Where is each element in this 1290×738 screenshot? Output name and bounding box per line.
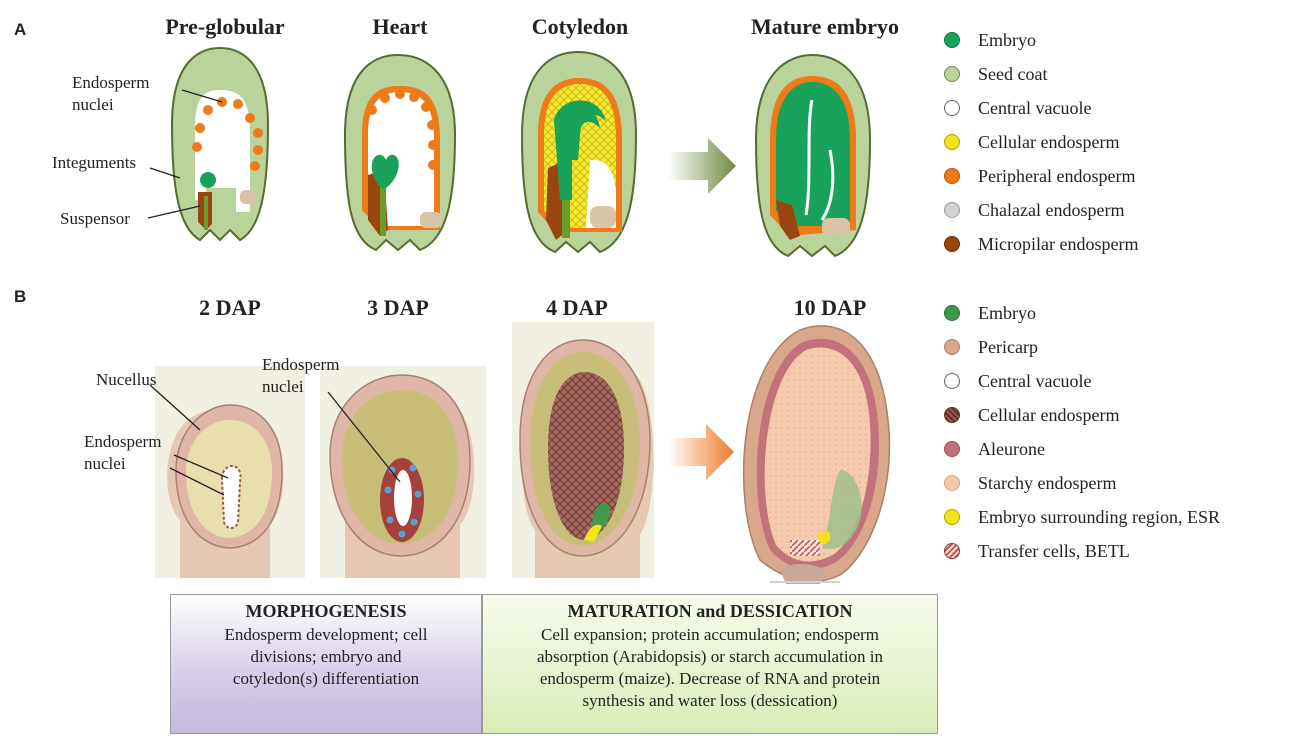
label-integuments: Integuments bbox=[52, 152, 136, 174]
legend-a-item: Cellular endosperm bbox=[944, 125, 1138, 159]
label-endosperm-nuclei-b-top-line1: Endosperm bbox=[262, 354, 339, 376]
legend-b-item: Embryo surrounding region, ESR bbox=[944, 500, 1220, 534]
morphogenesis-line: Endosperm development; cell bbox=[171, 624, 481, 646]
legend-a-item: Micropilar endosperm bbox=[944, 227, 1138, 261]
legend-swatch bbox=[944, 32, 960, 48]
legend-b-item: Transfer cells, BETL bbox=[944, 534, 1220, 568]
legend-a-item: Embryo bbox=[944, 23, 1138, 57]
dap-10-seed bbox=[744, 326, 890, 584]
morphogenesis-box: MORPHOGENESIS Endosperm development; cel… bbox=[170, 594, 482, 734]
legend-swatch bbox=[944, 100, 960, 116]
legend-label: Embryo bbox=[978, 303, 1036, 324]
heart-stage-seed bbox=[345, 55, 455, 250]
legend-b-item: Cellular endosperm bbox=[944, 398, 1220, 432]
morphogenesis-title: MORPHOGENESIS bbox=[171, 601, 481, 622]
legend-label: Aleurone bbox=[978, 439, 1045, 460]
legend-swatch bbox=[944, 509, 960, 525]
pre-globular-seed bbox=[172, 48, 268, 240]
legend-label: Micropilar endosperm bbox=[978, 234, 1138, 255]
label-endosperm-nuclei-b-top-line2: nuclei bbox=[262, 376, 304, 398]
legend-swatch bbox=[944, 134, 960, 150]
label-endosperm-nuclei-b-left-line2: nuclei bbox=[84, 453, 126, 475]
legend-a-item: Seed coat bbox=[944, 57, 1138, 91]
legend-label: Cellular endosperm bbox=[978, 132, 1119, 153]
arrow-a bbox=[668, 138, 736, 194]
dap-2-seed bbox=[167, 405, 283, 578]
legend-b-item: Starchy endosperm bbox=[944, 466, 1220, 500]
legend-label: Embryo bbox=[978, 30, 1036, 51]
maturation-line: Cell expansion; protein accumulation; en… bbox=[483, 624, 937, 646]
legend-b: Embryo Pericarp Central vacuole Cellular… bbox=[944, 296, 1220, 568]
legend-a-item: Peripheral endosperm bbox=[944, 159, 1138, 193]
legend-label: Central vacuole bbox=[978, 98, 1091, 119]
legend-b-item: Embryo bbox=[944, 296, 1220, 330]
legend-swatch bbox=[944, 475, 960, 491]
dap-3-seed bbox=[330, 375, 474, 578]
maturation-line: synthesis and water loss (dessication) bbox=[483, 690, 937, 712]
mature-embryo-seed bbox=[756, 55, 870, 256]
legend-b-item: Aleurone bbox=[944, 432, 1220, 466]
label-nucellus: Nucellus bbox=[96, 369, 156, 391]
morphogenesis-line: divisions; embryo and bbox=[171, 646, 481, 668]
legend-a: Embryo Seed coat Central vacuole Cellula… bbox=[944, 23, 1138, 261]
cotyledon-stage-seed bbox=[522, 52, 636, 252]
legend-swatch bbox=[944, 441, 960, 457]
arrow-b bbox=[668, 424, 734, 480]
label-endosperm-nuclei-a-line1: Endosperm bbox=[72, 72, 149, 94]
maturation-box: MATURATION and DESSICATION Cell expansio… bbox=[482, 594, 938, 734]
legend-swatch bbox=[944, 236, 960, 252]
legend-label: Embryo surrounding region, ESR bbox=[978, 507, 1220, 528]
maturation-title: MATURATION and DESSICATION bbox=[483, 601, 937, 622]
legend-label: Starchy endosperm bbox=[978, 473, 1116, 494]
label-endosperm-nuclei-a-line2: nuclei bbox=[72, 94, 114, 116]
legend-b-item: Pericarp bbox=[944, 330, 1220, 364]
legend-swatch bbox=[944, 407, 960, 423]
legend-swatch bbox=[944, 373, 960, 389]
legend-swatch bbox=[944, 339, 960, 355]
legend-label: Central vacuole bbox=[978, 371, 1091, 392]
maturation-line: absorption (Arabidopsis) or starch accum… bbox=[483, 646, 937, 668]
legend-swatch bbox=[944, 168, 960, 184]
label-suspensor: Suspensor bbox=[60, 208, 130, 230]
legend-a-item: Central vacuole bbox=[944, 91, 1138, 125]
legend-label: Cellular endosperm bbox=[978, 405, 1119, 426]
legend-swatch bbox=[944, 66, 960, 82]
dap-4-seed bbox=[520, 340, 654, 578]
legend-b-item: Central vacuole bbox=[944, 364, 1220, 398]
legend-swatch bbox=[944, 305, 960, 321]
morphogenesis-line: cotyledon(s) differentiation bbox=[171, 668, 481, 690]
maturation-line: endosperm (maize). Decrease of RNA and p… bbox=[483, 668, 937, 690]
legend-label: Seed coat bbox=[978, 64, 1047, 85]
label-endosperm-nuclei-b-left-line1: Endosperm bbox=[84, 431, 161, 453]
legend-label: Chalazal endosperm bbox=[978, 200, 1124, 221]
legend-label: Pericarp bbox=[978, 337, 1038, 358]
legend-swatch bbox=[944, 543, 960, 559]
legend-a-item: Chalazal endosperm bbox=[944, 193, 1138, 227]
legend-label: Transfer cells, BETL bbox=[978, 541, 1130, 562]
legend-swatch bbox=[944, 202, 960, 218]
legend-label: Peripheral endosperm bbox=[978, 166, 1135, 187]
